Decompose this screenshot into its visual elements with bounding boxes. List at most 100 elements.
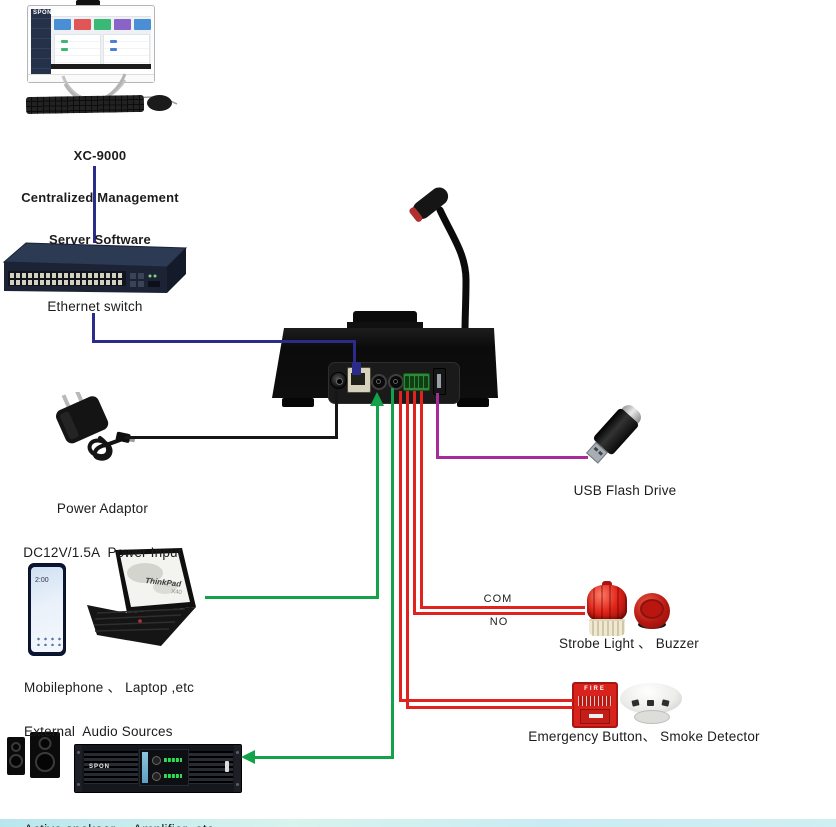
cable-power-h bbox=[125, 436, 338, 439]
cable-server-to-switch bbox=[93, 166, 96, 243]
stat-card bbox=[74, 19, 91, 30]
cable-switch-to-console-h bbox=[92, 340, 356, 343]
label-com: COM bbox=[483, 593, 513, 605]
strobe-cap bbox=[602, 581, 612, 587]
amp-vents bbox=[84, 751, 138, 784]
label-ethernet-switch: Ethernet switch bbox=[47, 299, 143, 314]
keyboard bbox=[25, 94, 145, 115]
webcam-icon bbox=[76, 0, 100, 9]
monitor: SPON bbox=[27, 5, 155, 83]
server-computer: SPON bbox=[0, 0, 200, 120]
label-strobe-buzzer: Strobe Light 、 Buzzer bbox=[558, 636, 700, 651]
smoke-detector-base bbox=[634, 710, 670, 724]
ethernet-switch bbox=[2, 242, 188, 293]
mobile-phone: 2:00 bbox=[28, 563, 66, 656]
mic-capsule bbox=[409, 187, 449, 222]
emergency-label-band bbox=[578, 696, 612, 706]
amp-power-switch bbox=[225, 761, 229, 772]
dashboard-body bbox=[51, 17, 151, 69]
cable-power-v bbox=[335, 389, 338, 439]
console-foot bbox=[282, 398, 314, 407]
amp-knob bbox=[152, 772, 161, 781]
cable-usb-v bbox=[436, 393, 439, 459]
strobe-light bbox=[584, 581, 630, 636]
dc-power-jack bbox=[330, 372, 347, 389]
label-no: NO bbox=[489, 616, 509, 628]
mouse bbox=[147, 95, 172, 111]
smoke-detector-vent bbox=[647, 700, 654, 706]
label-emergency: Emergency Button、 Smoke Detector bbox=[528, 729, 760, 744]
phone-app-icons bbox=[35, 636, 61, 646]
cable-audio-in-h bbox=[205, 596, 379, 599]
dashboard-sidebar: SPON bbox=[31, 9, 53, 74]
laptop-brand-text: ThinkPad bbox=[145, 576, 183, 589]
cable-audio-in-v bbox=[376, 405, 379, 598]
strobe-dome bbox=[587, 585, 627, 621]
cable-trigger1-h bbox=[399, 699, 573, 702]
usb-flash-drive bbox=[572, 396, 652, 476]
phone-screen: 2:00 bbox=[31, 567, 63, 652]
speaker bbox=[30, 732, 60, 778]
taskbar bbox=[51, 64, 151, 69]
laptop-model-text: X40 bbox=[171, 589, 183, 596]
cable-trigger1-v bbox=[399, 391, 402, 702]
power-adaptor bbox=[56, 392, 136, 461]
cable-relay-no-h bbox=[413, 612, 585, 615]
footer-strip bbox=[0, 819, 836, 827]
speaker bbox=[7, 737, 25, 775]
monitor-chin bbox=[28, 74, 154, 82]
label-server: XC-9000 Centralized Management Server So… bbox=[21, 148, 179, 248]
amplifier: SPON bbox=[74, 744, 242, 793]
rack-ear bbox=[234, 745, 241, 792]
console-foot bbox=[457, 398, 489, 407]
cable-trigger2-h bbox=[406, 706, 573, 709]
label-usb-drive: USB Flash Drive bbox=[573, 483, 677, 498]
stat-card bbox=[94, 19, 111, 30]
fire-text: FIRE bbox=[584, 686, 606, 692]
cable-switch-to-console-v2 bbox=[353, 340, 356, 373]
laptop: ThinkPad X40 bbox=[87, 548, 196, 646]
rack-ear bbox=[75, 745, 82, 792]
cable-usb-h bbox=[436, 456, 588, 459]
amp-control-panel bbox=[139, 749, 189, 786]
spon-logo: SPON bbox=[33, 10, 53, 16]
emergency-button: FIRE bbox=[572, 682, 618, 728]
label-power-adaptor: Power Adaptor DC12V/1.5A Power Input bbox=[23, 501, 182, 560]
amp-led-meter bbox=[164, 774, 182, 778]
phone-clock: 2:00 bbox=[35, 577, 49, 584]
cable-trigger2-v bbox=[406, 391, 409, 709]
monitor-screen: SPON bbox=[31, 9, 151, 74]
arrow-line-in bbox=[370, 392, 384, 406]
cable-relay-com-h bbox=[420, 606, 585, 609]
label-audio-sources: Mobilephone 、 Laptop ,etc External Audio… bbox=[24, 680, 195, 739]
emergency-press-plate bbox=[580, 709, 610, 724]
amp-blue-strip bbox=[142, 752, 148, 783]
cable-audio-out-h bbox=[253, 756, 394, 759]
arrow-to-amplifier bbox=[241, 750, 255, 764]
smoke-detector-vent bbox=[661, 699, 670, 707]
line-in-jack bbox=[371, 374, 387, 390]
cable-audio-out-v bbox=[391, 388, 394, 759]
strobe-base bbox=[589, 619, 625, 636]
usb-port bbox=[433, 368, 446, 395]
amp-brand: SPON bbox=[89, 764, 111, 770]
console-bracket-lip bbox=[347, 322, 423, 330]
dashboard-table bbox=[103, 34, 150, 68]
stat-card bbox=[134, 19, 151, 30]
cable-relay-com-v bbox=[420, 391, 423, 609]
cable-relay-no-v bbox=[413, 391, 416, 615]
relay-terminal-block bbox=[403, 373, 430, 391]
amp-led-meter bbox=[164, 758, 182, 762]
amp-knob bbox=[152, 756, 161, 765]
gooseneck-microphone bbox=[409, 187, 470, 334]
cable-switch-to-console-v1 bbox=[92, 313, 95, 343]
buzzer bbox=[634, 593, 670, 629]
smoke-detector bbox=[620, 683, 682, 725]
smoke-detector-dome bbox=[620, 683, 682, 714]
dashboard-topbar bbox=[51, 9, 151, 17]
rj45-plug bbox=[352, 362, 361, 375]
dashboard-table bbox=[54, 34, 101, 68]
stat-card bbox=[54, 19, 71, 30]
buzzer-top bbox=[634, 593, 670, 629]
